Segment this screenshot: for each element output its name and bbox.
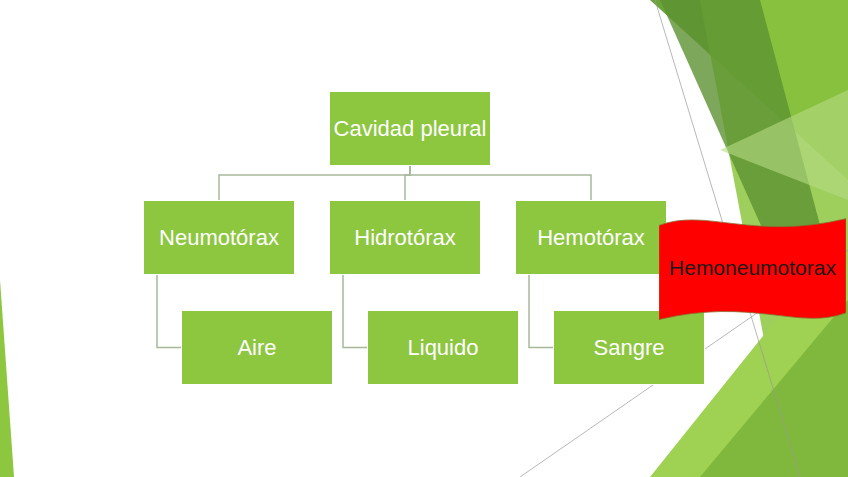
box-label: Hemotórax bbox=[537, 225, 645, 250]
green-shape bbox=[700, 300, 848, 477]
process-box: Hemotórax bbox=[515, 200, 667, 275]
connector-line bbox=[219, 166, 410, 200]
box-label: Neumotórax bbox=[159, 225, 279, 250]
process-box: Sangre bbox=[553, 310, 705, 385]
connector-line bbox=[529, 275, 553, 348]
connector-line bbox=[410, 166, 591, 200]
banner-flag: Hemoneumotorax bbox=[659, 212, 846, 324]
box-label: Liquido bbox=[408, 335, 479, 360]
process-box: Neumotórax bbox=[143, 200, 295, 275]
process-box: Liquido bbox=[367, 310, 519, 385]
box-label: Sangre bbox=[594, 335, 665, 360]
connector-line bbox=[343, 275, 367, 348]
green-shape bbox=[720, 90, 848, 200]
process-box: Cavidad pleural bbox=[329, 91, 491, 166]
green-shape bbox=[0, 280, 14, 477]
process-box: Aire bbox=[181, 310, 333, 385]
box-label: Aire bbox=[237, 335, 276, 360]
banner-label: Hemoneumotorax bbox=[669, 256, 836, 280]
box-label: Hidrotórax bbox=[354, 225, 455, 250]
connector-line bbox=[157, 275, 181, 348]
process-box: Hidrotórax bbox=[329, 200, 481, 275]
box-label: Cavidad pleural bbox=[334, 116, 487, 141]
